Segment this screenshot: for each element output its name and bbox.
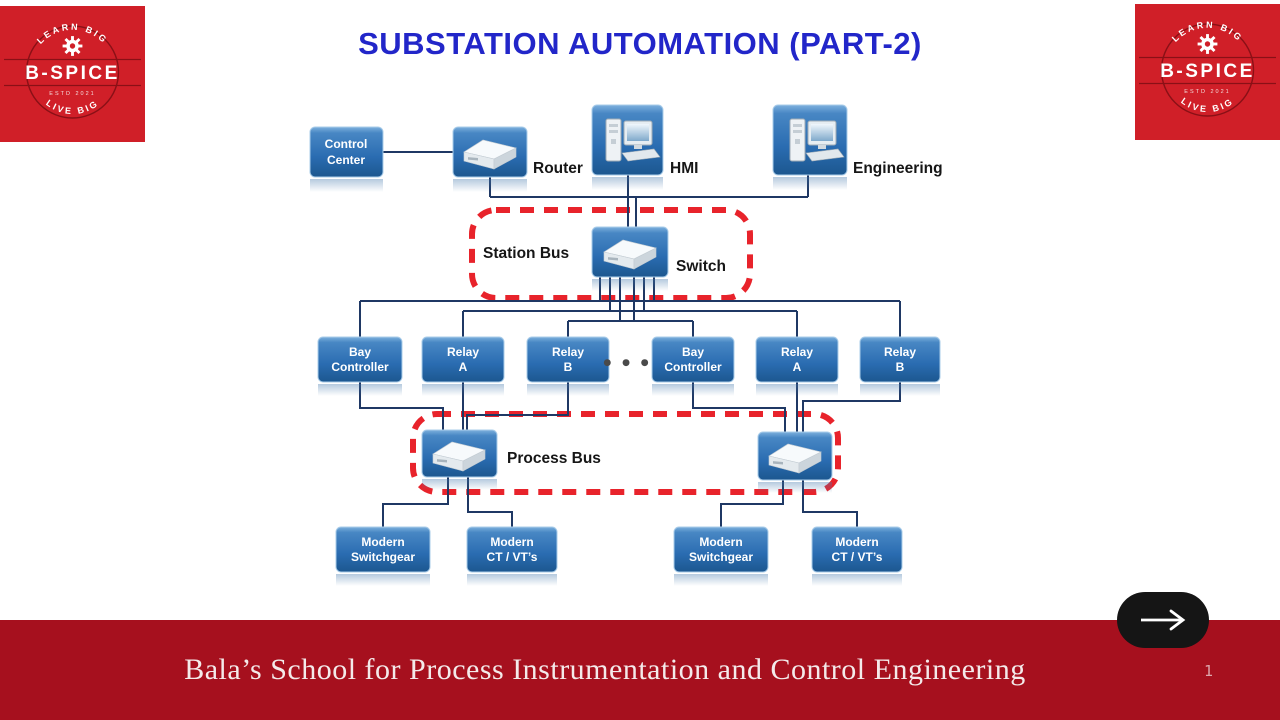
svg-text:Bay: Bay (349, 345, 371, 359)
gear-icon (62, 36, 83, 56)
svg-text:CT / VT’s: CT / VT’s (487, 550, 538, 564)
process-bus-label: Process Bus (507, 450, 601, 467)
svg-text:Relay: Relay (552, 345, 584, 359)
node-engineering: Engineering (772, 104, 943, 190)
node-bay-controller-1: Bay Controller (317, 336, 403, 396)
badge-estd: ESTD 2021 (49, 91, 95, 97)
node-bay-controller-2: Bay Controller (651, 336, 735, 396)
wire-station-bus-levels (360, 300, 900, 322)
svg-text:B: B (564, 360, 573, 374)
gear-icon (1197, 34, 1218, 54)
engineering-label: Engineering (853, 160, 943, 177)
badge-brand-name: B-SPICE (1160, 61, 1255, 82)
svg-text:Relay: Relay (447, 345, 479, 359)
ellipsis-more-bays: ● ● ● (603, 358, 652, 368)
node-hmi: HMI (591, 104, 698, 190)
next-slide-button[interactable] (1117, 592, 1209, 648)
node-process-switch-2 (757, 431, 833, 493)
node-router: Router (452, 126, 583, 192)
node-modern-switchgear-1: Modern Switchgear (335, 526, 431, 586)
station-bus-label: Station Bus (483, 245, 569, 262)
node-modern-switchgear-2: Modern Switchgear (673, 526, 769, 586)
node-station-switch: Switch (591, 226, 726, 291)
right-arrow-icon (1141, 609, 1186, 631)
svg-text:A: A (793, 360, 802, 374)
wire-bay-to-process (359, 382, 901, 432)
svg-text:Modern: Modern (361, 535, 404, 549)
svg-text:Switchgear: Switchgear (689, 550, 753, 564)
node-relay-b-1: Relay B (526, 336, 610, 396)
node-relay-a-1: Relay A (421, 336, 505, 396)
svg-text:Control: Control (325, 137, 368, 151)
brand-logo-top-left: LEARN BIG B-SPICE ESTD 2021 (0, 6, 145, 142)
badge-estd: ESTD 2021 (1184, 89, 1230, 95)
node-relay-b-2: Relay B (859, 336, 941, 396)
svg-text:Bay: Bay (682, 345, 704, 359)
engineering-computer-icon (789, 118, 845, 162)
node-modern-ctvt-1: Modern CT / VT’s (466, 526, 558, 586)
svg-text:Modern: Modern (490, 535, 533, 549)
hmi-computer-icon (605, 118, 661, 162)
slide-title: SUBSTATION AUTOMATION (PART-2) (358, 26, 922, 61)
router-label: Router (533, 160, 583, 177)
node-relay-a-2: Relay A (755, 336, 839, 396)
svg-text:A: A (459, 360, 468, 374)
b-spice-badge-icon: LEARN BIG B-SPICE ESTD 2021 (1135, 4, 1280, 140)
svg-text:B: B (896, 360, 905, 374)
svg-text:Controller: Controller (664, 360, 722, 374)
node-modern-ctvt-2: Modern CT / VT’s (811, 526, 903, 586)
svg-text:Relay: Relay (781, 345, 813, 359)
switch-label: Switch (676, 258, 726, 275)
svg-text:Controller: Controller (331, 360, 389, 374)
node-control-center: Control Center (309, 126, 384, 192)
badge-brand-name: B-SPICE (25, 63, 120, 84)
node-process-switch-1 (421, 429, 498, 490)
wire-process-to-field (382, 477, 858, 527)
wire-bay-drops (359, 301, 901, 337)
b-spice-badge-icon: LEARN BIG B-SPICE ESTD 2021 (0, 6, 145, 142)
svg-text:Switchgear: Switchgear (351, 550, 415, 564)
svg-text:CT / VT’s: CT / VT’s (832, 550, 883, 564)
page-number: 1 (1204, 662, 1214, 680)
svg-text:Modern: Modern (835, 535, 878, 549)
footer-text: Bala’s School for Process Instrumentatio… (184, 653, 1026, 686)
svg-text:Relay: Relay (884, 345, 916, 359)
brand-logo-top-right: LEARN BIG B-SPICE ESTD 2021 (1135, 4, 1280, 140)
svg-text:Modern: Modern (699, 535, 742, 549)
svg-text:Center: Center (327, 153, 365, 167)
hmi-label: HMI (670, 160, 698, 177)
footer-banner: Bala’s School for Process Instrumentatio… (0, 620, 1280, 720)
